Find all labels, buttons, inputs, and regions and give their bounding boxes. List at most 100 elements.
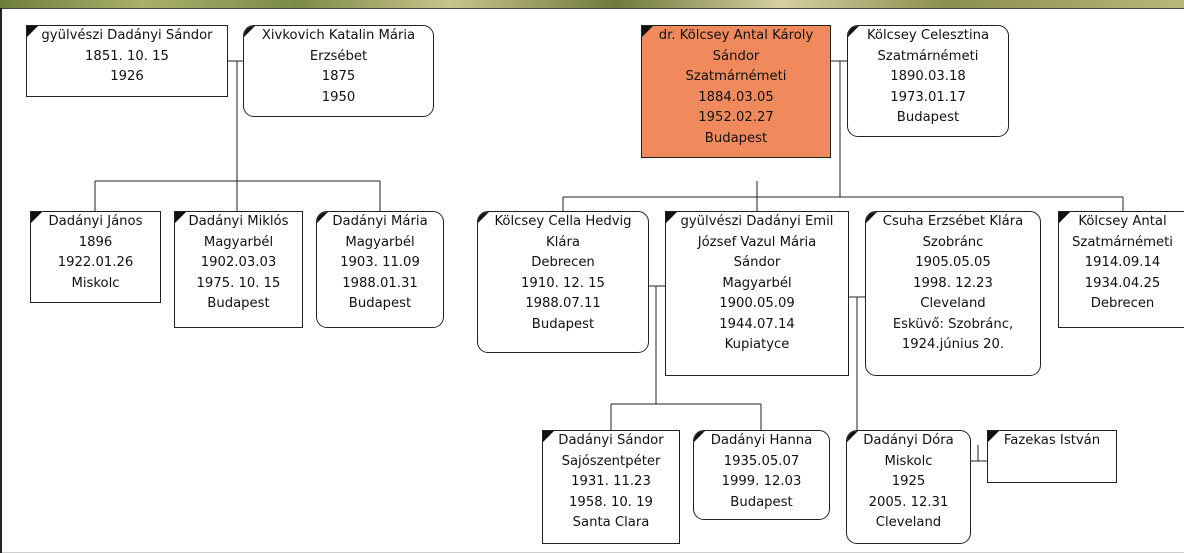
person-detail: 1900.05.09 bbox=[719, 296, 795, 311]
person-detail: 1952.02.27 bbox=[698, 110, 774, 125]
left-border bbox=[0, 8, 2, 553]
person-detail: 1903. 11.09 bbox=[340, 255, 420, 270]
person-name: Dadányi Miklós bbox=[188, 214, 289, 229]
person-gyulveszi-dadanyi-sandor[interactable]: gyülvészi Dadányi Sándor 1851. 10. 15 1926 bbox=[26, 25, 228, 97]
person-detail: 1988.07.11 bbox=[525, 296, 601, 311]
person-detail: Santa Clara bbox=[572, 515, 650, 530]
person-detail: Budapest bbox=[730, 494, 793, 510]
person-detail: 1950 bbox=[321, 89, 356, 105]
person-detail: József Vazul Mária bbox=[697, 234, 817, 250]
person-detail: Sándor bbox=[733, 255, 781, 270]
person-marker-icon bbox=[244, 26, 255, 37]
person-name: Kölcsey Antal bbox=[1078, 214, 1167, 229]
person-name: Dadányi Mária bbox=[332, 214, 428, 229]
person-detail: 1925 bbox=[891, 474, 926, 489]
person-detail: 1931. 11.23 bbox=[571, 474, 651, 489]
person-detail: Magyarbél bbox=[345, 234, 415, 250]
person-detail: 1914.09.14 bbox=[1084, 255, 1161, 270]
person-detail: 1905.05.05 bbox=[915, 255, 991, 270]
person-detail: 1973.01.17 bbox=[890, 89, 966, 105]
person-detail: 1999. 12.03 bbox=[721, 474, 802, 489]
person-detail: Szatmárnémeti bbox=[685, 69, 787, 84]
person-detail: Esküvő: Szobránc, bbox=[892, 316, 1014, 332]
person-marker-icon bbox=[988, 431, 999, 442]
person-detail: Miskolc bbox=[884, 453, 933, 469]
person-detail: Debrecen bbox=[1090, 296, 1155, 311]
person-detail: 1935.05.07 bbox=[723, 453, 800, 469]
person-marker-icon bbox=[543, 431, 554, 442]
person-marker-icon bbox=[642, 26, 653, 37]
person-detail: 1875 bbox=[321, 69, 356, 84]
person-marker-icon bbox=[694, 431, 705, 442]
person-name: Dadányi János bbox=[48, 214, 143, 229]
person-detail: 1902.03.03 bbox=[200, 255, 277, 270]
person-detail: 1998. 12.23 bbox=[913, 275, 993, 291]
person-detail: Budapest bbox=[704, 130, 768, 146]
person-name: Dadányi Dóra bbox=[863, 433, 954, 448]
person-marker-icon bbox=[27, 26, 38, 37]
person-detail: 2005. 12.31 bbox=[868, 494, 949, 510]
person-marker-icon bbox=[1059, 212, 1070, 223]
person-detail: 1890.03.18 bbox=[890, 69, 966, 84]
person-detail: 1851. 10. 15 bbox=[85, 48, 169, 64]
person-marker-icon bbox=[31, 212, 42, 223]
person-detail: Szatmárnémeti bbox=[877, 48, 979, 64]
person-name: Fazekas István bbox=[1003, 433, 1101, 448]
person-detail: Sándor bbox=[712, 48, 760, 64]
person-marker-icon bbox=[866, 212, 877, 223]
person-name: Xivkovich Katalin Mária bbox=[261, 28, 416, 43]
person-detail: 1910. 12. 15 bbox=[521, 275, 605, 291]
person-detail: Debrecen bbox=[531, 255, 595, 270]
person-detail: 1958. 10. 19 bbox=[569, 494, 653, 510]
person-marker-icon bbox=[175, 212, 186, 223]
person-detail: 1926 bbox=[110, 69, 144, 84]
person-detail: 1922.01.26 bbox=[57, 255, 134, 270]
person-detail: 1934.04.25 bbox=[1084, 275, 1161, 291]
person-detail: Cleveland bbox=[920, 296, 986, 311]
person-fazekas-istvan[interactable]: Fazekas István bbox=[987, 430, 1117, 483]
header-banner-image bbox=[0, 0, 1184, 9]
person-marker-icon bbox=[847, 431, 858, 442]
person-name: Csuha Erzsébet Klára bbox=[882, 214, 1024, 229]
person-name: gyülvészi Dadányi Emil bbox=[680, 214, 834, 229]
person-name: Kölcsey Celesztina bbox=[866, 28, 990, 43]
person-detail: Magyarbél bbox=[203, 234, 274, 250]
person-name: dr. Kölcsey Antal Károly bbox=[658, 28, 814, 43]
person-name: Dadányi Sándor bbox=[558, 433, 664, 448]
person-detail: Kupiatyce bbox=[724, 337, 790, 352]
person-detail: 1988.01.31 bbox=[342, 275, 418, 291]
person-detail: Budapest bbox=[531, 316, 595, 332]
person-name: gyülvészi Dadányi Sándor bbox=[41, 28, 213, 43]
person-detail: 1944.07.14 bbox=[719, 316, 795, 332]
person-marker-icon bbox=[666, 212, 677, 223]
person-detail: Budapest bbox=[348, 296, 412, 311]
person-detail: Miskolc bbox=[71, 275, 120, 291]
person-marker-icon bbox=[478, 212, 489, 223]
person-detail: Cleveland bbox=[875, 515, 942, 530]
person-detail: Klára bbox=[546, 234, 580, 250]
person-detail: 1975. 10. 15 bbox=[196, 275, 281, 291]
person-name: Kölcsey Cella Hedvig bbox=[494, 214, 632, 229]
person-detail: 1924.június 20. bbox=[901, 337, 1005, 352]
person-marker-icon bbox=[317, 212, 328, 223]
person-name: Dadányi Hanna bbox=[710, 433, 813, 448]
person-detail: Magyarbél bbox=[722, 275, 792, 291]
person-detail: Budapest bbox=[207, 296, 270, 311]
person-detail: Budapest bbox=[896, 110, 960, 125]
person-detail: Erzsébet bbox=[309, 48, 368, 64]
person-detail: 1884.03.05 bbox=[698, 89, 774, 105]
